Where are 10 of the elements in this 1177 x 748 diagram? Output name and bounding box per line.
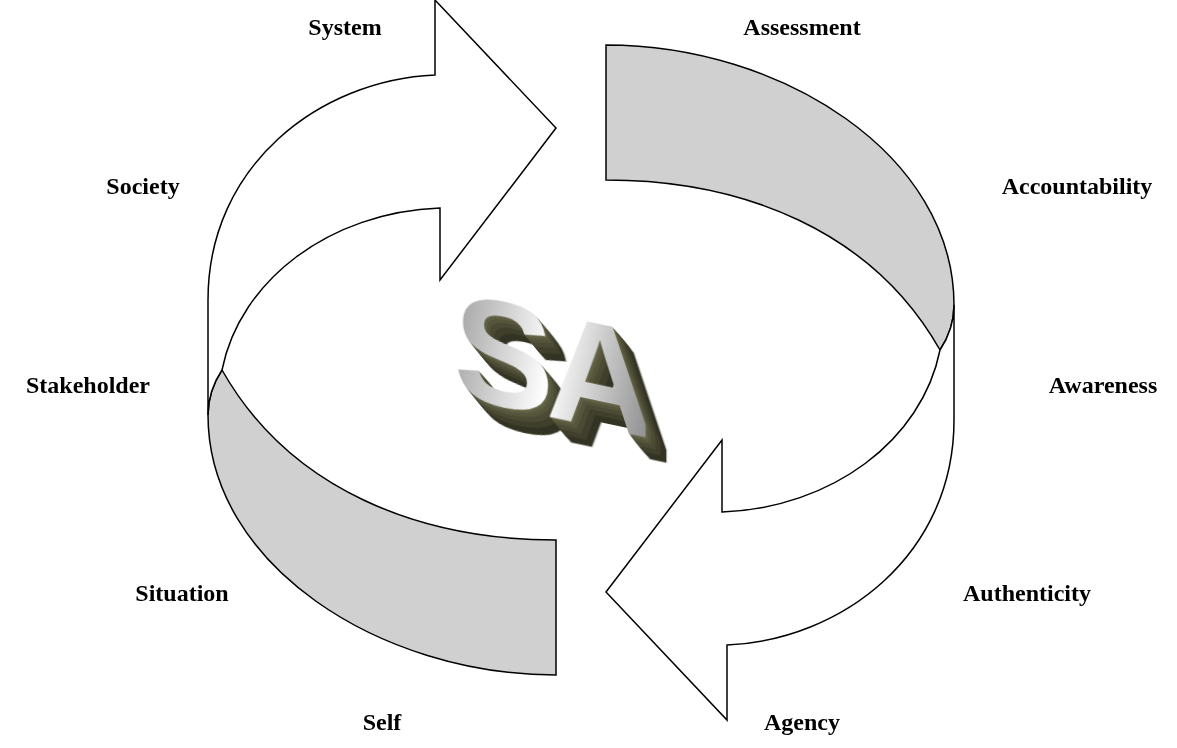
- concept-label: Awareness: [1048, 371, 1158, 399]
- concept-label: Agency: [764, 708, 840, 736]
- concept-label: Authenticity: [963, 579, 1091, 607]
- concept-label: Self: [362, 708, 402, 736]
- concept-label: Society: [106, 172, 180, 200]
- concept-label: Accountability: [1001, 172, 1153, 200]
- concept-label: System: [308, 13, 382, 41]
- concept-label: Situation: [135, 579, 229, 607]
- concept-label: Assessment: [743, 13, 861, 41]
- concept-label: Stakeholder: [26, 371, 150, 399]
